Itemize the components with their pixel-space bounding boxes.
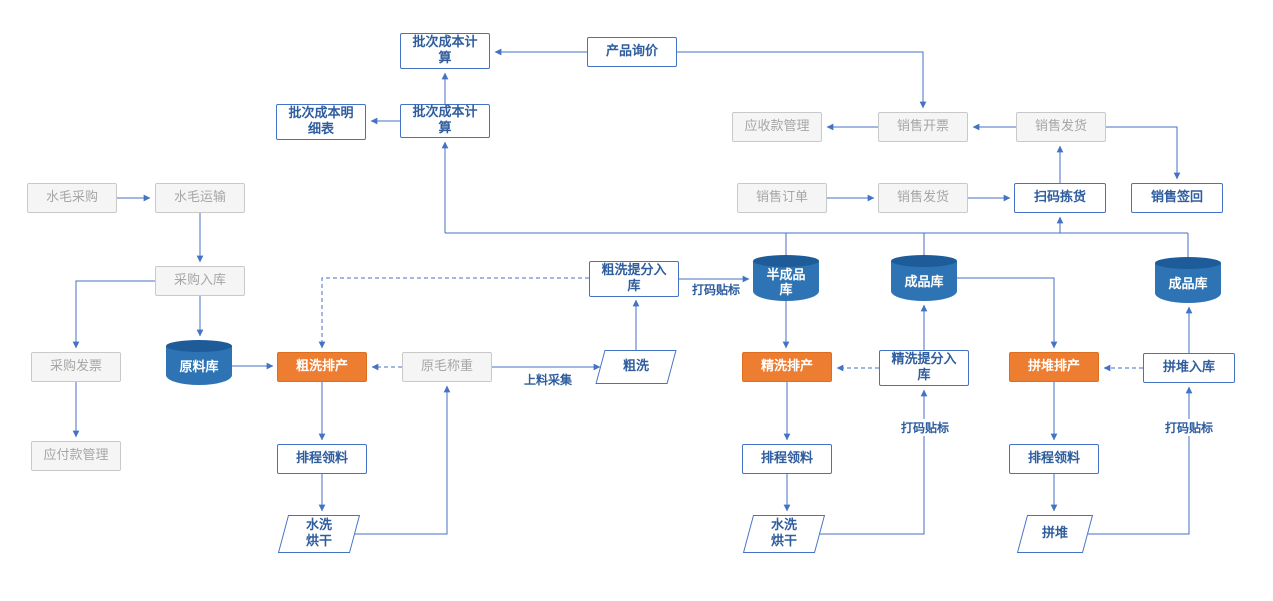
edge-sales-delivery-top-to-sign-back	[1106, 126, 1181, 180]
node-wool-purchase: 水毛采购	[27, 183, 117, 213]
node-pile: 拼堆	[1016, 515, 1094, 553]
node-fine-wash-sorting-inbound: 精洗提分入 库	[879, 350, 969, 386]
node-label: 成品库	[1168, 277, 1208, 293]
node-label: 半成品 库	[766, 267, 806, 298]
node-rough-wash-sorting-inbound: 粗洗提分入 库	[589, 261, 679, 297]
edge-label-feeding-collection: 上料采集	[521, 371, 575, 388]
cylinder-body	[753, 261, 819, 301]
edge-wash-dry-fine-to-fine-sorting-inbound	[815, 389, 928, 535]
node-raw-material-warehouse: 原料库	[166, 340, 232, 385]
node-rough-wash: 粗洗	[595, 350, 677, 384]
node-label: 水洗 烘干	[770, 518, 797, 549]
node-raw-wool-weighing: 原毛称重	[402, 352, 492, 382]
node-sales-delivery: 销售发货	[878, 183, 968, 213]
cylinder-top	[166, 340, 232, 352]
edge-pile-to-pile-inbound	[1082, 386, 1193, 535]
node-sales-invoicing: 销售开票	[878, 112, 968, 142]
node-batch-cost-calc-top: 批次成本计 算	[400, 33, 490, 69]
node-wool-transport: 水毛运输	[155, 183, 245, 213]
node-batch-cost-detail-table: 批次成本明 细表	[276, 104, 366, 140]
edge-wash-dry-rough-to-weighing	[350, 385, 451, 535]
node-purchase-inbound: 采购入库	[155, 266, 245, 296]
node-label: 拼堆	[1041, 526, 1068, 542]
node-scheduling-picking-rough: 排程领料	[277, 444, 367, 474]
edge-product-inquiry-to-sales-invoicing	[677, 51, 927, 109]
node-semi-finished-warehouse: 半成品 库	[753, 255, 819, 301]
node-product-inquiry: 产品询价	[587, 37, 677, 67]
node-label: 粗洗	[622, 359, 649, 375]
cylinder-top	[891, 255, 957, 267]
node-label: 成品库	[904, 275, 944, 291]
node-label: 水洗 烘干	[305, 518, 332, 549]
edge-label-barcode-labeling-2: 打码贴标	[898, 419, 952, 436]
edge-finished-warehouse-to-pile-scheduling	[957, 277, 1058, 349]
edge-rough-sorting-to-rough-scheduling-dashed	[318, 277, 589, 349]
cylinder-body	[166, 346, 232, 385]
node-sales-delivery-top: 销售发货	[1016, 112, 1106, 142]
node-payables-management: 应付款管理	[31, 441, 121, 471]
edge-label-barcode-labeling-3: 打码贴标	[1162, 419, 1216, 436]
node-sales-sign-back: 销售签回	[1131, 183, 1223, 213]
edge-purchase-inbound-to-purchase-invoice	[72, 280, 155, 349]
edge-label-barcode-labeling-1: 打码贴标	[689, 281, 743, 298]
node-rough-wash-scheduling: 粗洗排产	[277, 352, 367, 382]
node-wash-dry-rough: 水洗 烘干	[277, 515, 361, 553]
node-scheduling-picking-pile: 排程领料	[1009, 444, 1099, 474]
node-batch-cost-calc: 批次成本计 算	[400, 104, 490, 138]
node-finished-warehouse-right: 成品库	[1155, 257, 1221, 303]
node-pile-inbound: 拼堆入库	[1143, 353, 1235, 383]
node-label: 原料库	[179, 359, 219, 375]
node-wash-dry-fine: 水洗 烘干	[742, 515, 826, 553]
node-scan-picking: 扫码拣货	[1014, 183, 1106, 213]
cylinder-body	[1155, 263, 1221, 303]
node-sales-order: 销售订单	[737, 183, 827, 213]
node-pile-scheduling: 拼堆排产	[1009, 352, 1099, 382]
cylinder-top	[1155, 257, 1221, 269]
cylinder-top	[753, 255, 819, 267]
node-scheduling-picking-fine: 排程领料	[742, 444, 832, 474]
cylinder-body	[891, 261, 957, 301]
node-finished-warehouse: 成品库	[891, 255, 957, 301]
node-purchase-invoice: 采购发票	[31, 352, 121, 382]
node-receivables-management: 应收款管理	[732, 112, 822, 142]
node-fine-wash-scheduling: 精洗排产	[742, 352, 832, 382]
